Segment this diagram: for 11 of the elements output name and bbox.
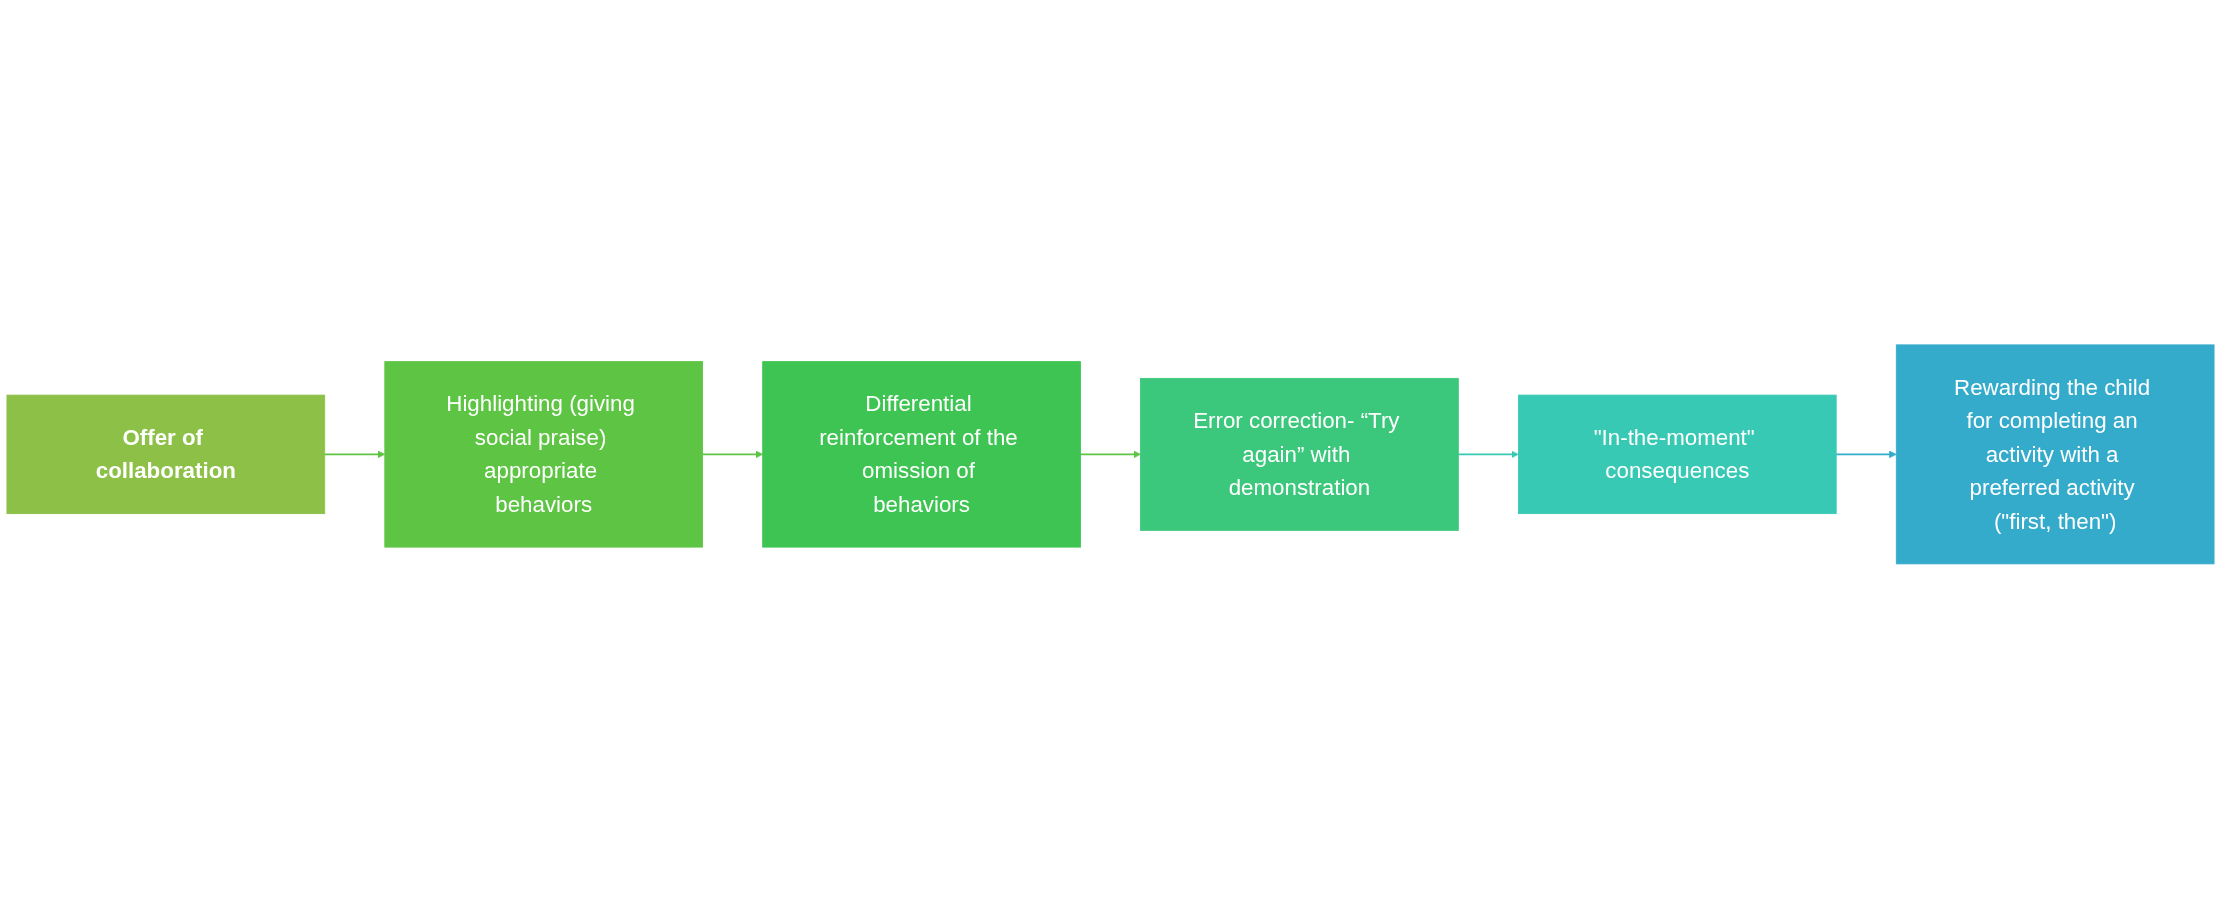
arrow	[701, 450, 764, 458]
node-box: "In-the-moment" consequences	[1518, 394, 1837, 514]
node-box: Differential reinforcement of the omission of behaviors	[762, 360, 1081, 548]
arrow	[323, 450, 386, 458]
arrow	[1079, 450, 1141, 458]
node-box: Rewarding the child for completing an activity with a preferred activity ("first, then")	[1895, 344, 2215, 564]
arrow	[1457, 450, 1519, 458]
arrow	[1835, 450, 1897, 458]
node-box: Highlighting (giving social praise) appropriate behaviors	[384, 360, 703, 548]
node-box: Error correction- “Try again” with demonstration	[1140, 377, 1459, 531]
node-box: Offer of collaboration	[6, 394, 326, 514]
